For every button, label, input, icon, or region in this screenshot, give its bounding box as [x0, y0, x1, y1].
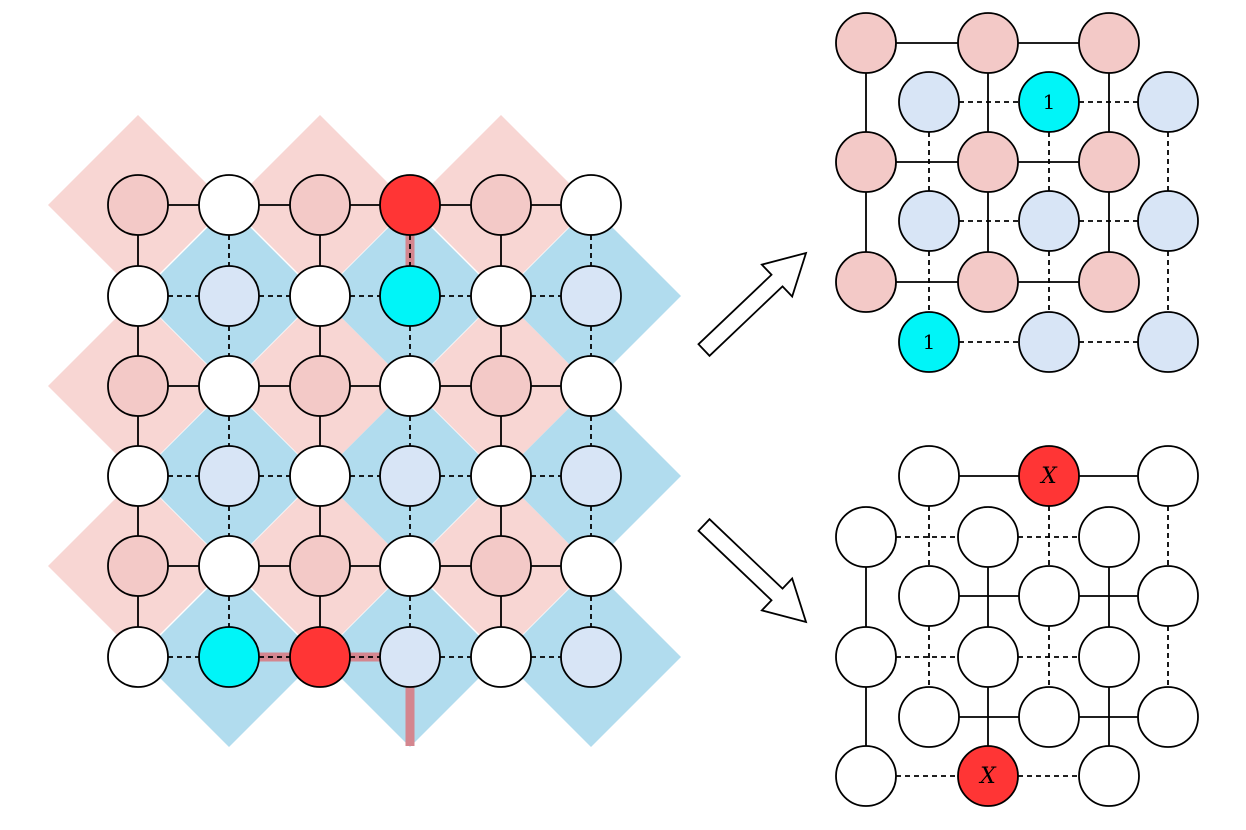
br-node-r0-c2: [1137, 445, 1199, 507]
main-node-r4-c5: [560, 535, 622, 597]
br-node-r1-c2: [1078, 506, 1140, 568]
br-node-r4-c1: [1018, 686, 1080, 748]
main-node-r0-c4: [470, 174, 532, 236]
main-node-r3-c5: [560, 445, 622, 507]
main-node-r1-c1: [198, 265, 260, 327]
arrow-to-bottom-right: [697, 517, 808, 624]
main-node-r5-c2: [289, 626, 351, 688]
tr-blue-node-r0-c1-label: 1: [1043, 90, 1056, 114]
tr-blue-node-r0-c2: [1137, 71, 1199, 133]
tr-blue-node-r2-c1: [1018, 311, 1080, 373]
tr-red-node-r0-c1: [957, 12, 1019, 74]
tr-red-node-r1-c2: [1078, 131, 1140, 193]
br-node-r2-c0: [898, 565, 960, 627]
br-node-r3-c0: [835, 626, 897, 688]
main-node-r1-c2: [289, 265, 351, 327]
main-node-r3-c0: [107, 445, 169, 507]
lattice-edge-layer: [137, 42, 1169, 777]
tr-red-node-r1-c1: [957, 131, 1019, 193]
br-node-r3-c2: [1078, 626, 1140, 688]
tr-blue-node-r2-c2: [1137, 311, 1199, 373]
main-node-r3-c1: [198, 445, 260, 507]
br-node-r3-c1: [957, 626, 1019, 688]
br-node-r2-c2: [1137, 565, 1199, 627]
tr-red-node-r0-c2: [1078, 12, 1140, 74]
tr-blue-node-r0-c0: [898, 71, 960, 133]
main-node-r2-c5: [560, 355, 622, 417]
tr-blue-node-r1-c0: [898, 190, 960, 252]
main-node-r5-c4: [470, 626, 532, 688]
br-node-r5-c1-label: X: [978, 764, 997, 789]
main-node-r1-c0: [107, 265, 169, 327]
lattice-node-layer: 1 1X X: [107, 12, 1199, 807]
br-node-r2-c1: [1018, 565, 1080, 627]
br-node-r4-c0: [898, 686, 960, 748]
main-node-r1-c3: [379, 265, 441, 327]
tr-red-node-r1-c0: [835, 131, 897, 193]
main-node-r2-c3: [379, 355, 441, 417]
main-node-r0-c1: [198, 174, 260, 236]
main-node-r4-c4: [470, 535, 532, 597]
main-node-r0-c3: [379, 174, 441, 236]
main-node-r5-c5: [560, 626, 622, 688]
main-node-r3-c4: [470, 445, 532, 507]
arrow-layer: [697, 251, 808, 624]
br-node-r1-c1: [957, 506, 1019, 568]
tr-blue-node-r0-c1: [1018, 71, 1080, 133]
br-node-r5-c1: [957, 745, 1019, 807]
main-node-r5-c0: [107, 626, 169, 688]
main-node-r1-c4: [470, 265, 532, 327]
main-node-r3-c2: [289, 445, 351, 507]
br-node-r1-c0: [835, 506, 897, 568]
tr-blue-node-r1-c1: [1018, 190, 1080, 252]
main-node-r5-c1: [198, 626, 260, 688]
br-node-r5-c0: [835, 745, 897, 807]
tr-red-node-r0-c0: [835, 12, 897, 74]
main-node-r5-c3: [379, 626, 441, 688]
tr-red-node-r2-c2: [1078, 251, 1140, 313]
tr-blue-node-r2-c0-label: 1: [923, 330, 936, 354]
main-node-r0-c5: [560, 174, 622, 236]
main-node-r2-c4: [470, 355, 532, 417]
main-node-r4-c0: [107, 535, 169, 597]
tr-red-node-r2-c0: [835, 251, 897, 313]
tr-blue-node-r1-c2: [1137, 190, 1199, 252]
main-node-r3-c3: [379, 445, 441, 507]
br-node-r5-c2: [1078, 745, 1140, 807]
main-node-r2-c0: [107, 355, 169, 417]
br-node-r0-c1: [1018, 445, 1080, 507]
tr-blue-node-r2-c0: [898, 311, 960, 373]
main-node-r1-c5: [560, 265, 622, 327]
main-node-r0-c0: [107, 174, 169, 236]
br-node-r0-c0: [898, 445, 960, 507]
main-node-r2-c2: [289, 355, 351, 417]
main-node-r4-c2: [289, 535, 351, 597]
main-node-r0-c2: [289, 174, 351, 236]
br-node-r4-c2: [1137, 686, 1199, 748]
arrow-to-top-right: [697, 251, 808, 358]
tr-red-node-r2-c1: [957, 251, 1019, 313]
main-node-r4-c1: [198, 535, 260, 597]
main-node-r4-c3: [379, 535, 441, 597]
br-node-r0-c1-label: X: [1039, 464, 1058, 489]
main-node-r2-c1: [198, 355, 260, 417]
